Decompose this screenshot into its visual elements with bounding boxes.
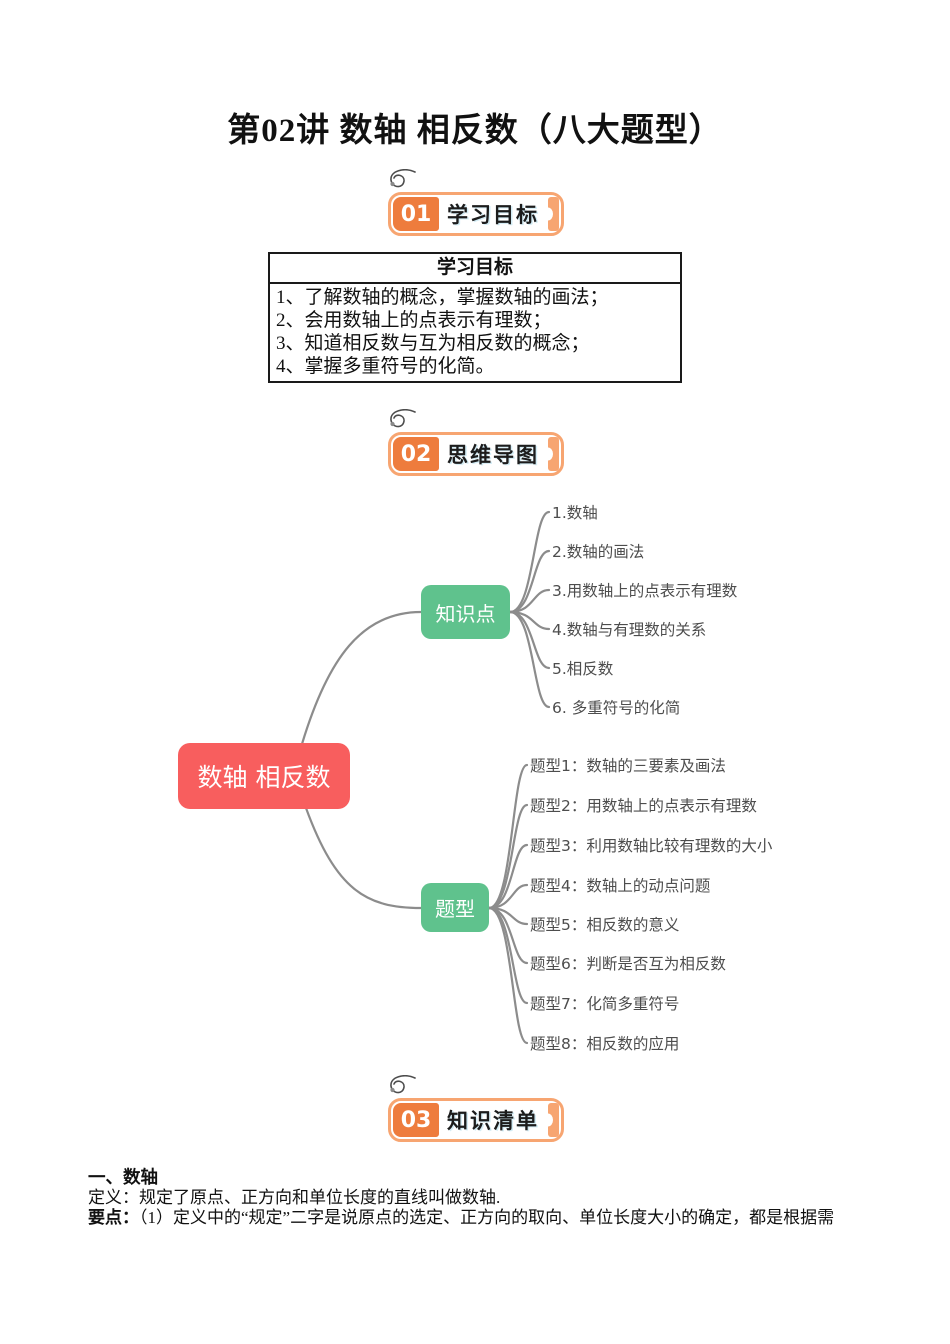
knowledge-section: 一、数轴 定义：规定了原点、正方向和单位长度的直线叫做数轴. 要点：（1）定义中…	[88, 1167, 888, 1229]
badge-label: 知识清单	[447, 1109, 539, 1133]
objective-item: 3、知道相反数与互为相反数的概念；	[276, 333, 590, 354]
mindmap-leaf: 题型7：化简多重符号	[530, 995, 680, 1013]
mindmap-branch-line	[487, 843, 529, 910]
badge-body: 02 思维导图	[393, 437, 559, 471]
mindmap-branch-line	[508, 510, 551, 614]
badge-number: 02	[393, 437, 439, 471]
section-badge-objectives: 01 学习目标	[388, 169, 564, 236]
badge-label: 思维导图	[447, 443, 539, 467]
objective-item: 1、了解数轴的概念，掌握数轴的画法；	[276, 287, 609, 308]
branch-node-knowledge: 知识点	[421, 585, 510, 639]
objective-item: 2、会用数轴上的点表示有理数；	[276, 310, 552, 331]
wire-decoration-icon	[390, 1075, 416, 1094]
mindmap-branch-line	[487, 906, 529, 1045]
section-badge-mindmap: 02 思维导图	[388, 409, 564, 476]
mindmap-leaf: 题型1：数轴的三要素及画法	[530, 757, 726, 775]
mindmap-branch-line	[508, 588, 551, 614]
badge-tab	[543, 197, 559, 231]
badge-notch	[543, 207, 553, 221]
badge-body: 03 知识清单	[393, 1103, 559, 1137]
badge-notch	[543, 1113, 553, 1127]
mindmap-branch-line	[487, 906, 529, 965]
mindmap-leaf: 题型4：数轴上的动点问题	[530, 877, 711, 895]
key-points-text: （1）定义中的“规定”二字是说原点的选定、正方向的取向、单位长度大小的确定，都是…	[139, 1208, 835, 1227]
objectives-table-header: 学习目标	[270, 254, 680, 284]
badge-tab	[543, 1103, 559, 1137]
mindmap-branch-line	[487, 883, 529, 910]
badge-body: 01 学习目标	[393, 197, 559, 231]
mindmap-leaf: 6. 多重符号的化简	[552, 699, 681, 717]
mindmap-branch-line	[487, 906, 529, 1005]
badge-notch	[543, 447, 553, 461]
definition-label: 定义：	[88, 1187, 139, 1207]
mindmap-leaf: 题型2：用数轴上的点表示有理数	[530, 797, 757, 815]
mindmap-center-node: 数轴 相反数	[178, 743, 350, 809]
mindmap-branch-line	[508, 610, 551, 709]
key-points-line: 要点：（1）定义中的“规定”二字是说原点的选定、正方向的取向、单位长度大小的确定…	[88, 1208, 888, 1229]
objectives-list: 1、了解数轴的概念，掌握数轴的画法；2、会用数轴上的点表示有理数；3、知道相反数…	[270, 284, 680, 381]
mindmap-branch-line	[487, 763, 529, 910]
mindmap-leaf: 题型5：相反数的意义	[530, 916, 680, 934]
knowledge-heading: 一、数轴	[88, 1167, 158, 1187]
key-points-label: 要点：	[88, 1208, 139, 1227]
badge-tab	[543, 437, 559, 471]
mindmap-leaf: 题型3：利用数轴比较有理数的大小	[530, 837, 773, 855]
mindmap-branch-line	[487, 803, 529, 910]
wire-decoration-icon	[390, 169, 416, 188]
objective-item: 4、掌握多重符号的化简。	[276, 356, 495, 377]
mindmap-branch-line	[508, 610, 551, 631]
badge-number: 03	[393, 1103, 439, 1137]
definition-text: 规定了原点、正方向和单位长度的直线叫做数轴.	[139, 1187, 501, 1207]
mindmap-leaf: 3.用数轴上的点表示有理数	[552, 582, 738, 600]
definition-line: 定义：规定了原点、正方向和单位长度的直线叫做数轴.	[88, 1188, 888, 1209]
objectives-table: 学习目标 1、了解数轴的概念，掌握数轴的画法；2、会用数轴上的点表示有理数；3、…	[268, 252, 682, 383]
mindmap-leaf: 4.数轴与有理数的关系	[552, 621, 707, 639]
wire-decoration-icon	[390, 409, 416, 428]
page-title: 第02讲 数轴 相反数（八大题型）	[227, 113, 723, 149]
mindmap-leaf: 1.数轴	[552, 504, 598, 522]
mindmap-branch-line	[300, 610, 423, 746]
mindmap-leaf: 题型6：判断是否互为相反数	[530, 955, 726, 973]
mindmap-branch-line	[487, 906, 529, 926]
branch-node-question-types: 题型	[421, 883, 489, 932]
mindmap-leaf: 2.数轴的画法	[552, 543, 645, 561]
mindmap-leaf: 题型8：相反数的应用	[530, 1035, 680, 1053]
mindmap-branch-line	[508, 549, 551, 614]
badge-number: 01	[393, 197, 439, 231]
mindmap-branch-line	[508, 610, 551, 670]
mindmap-leaf: 5.相反数	[552, 660, 614, 678]
section-badge-knowledge-list: 03 知识清单	[388, 1075, 564, 1142]
badge-label: 学习目标	[447, 203, 539, 227]
mindmap-branch-line	[304, 806, 423, 910]
